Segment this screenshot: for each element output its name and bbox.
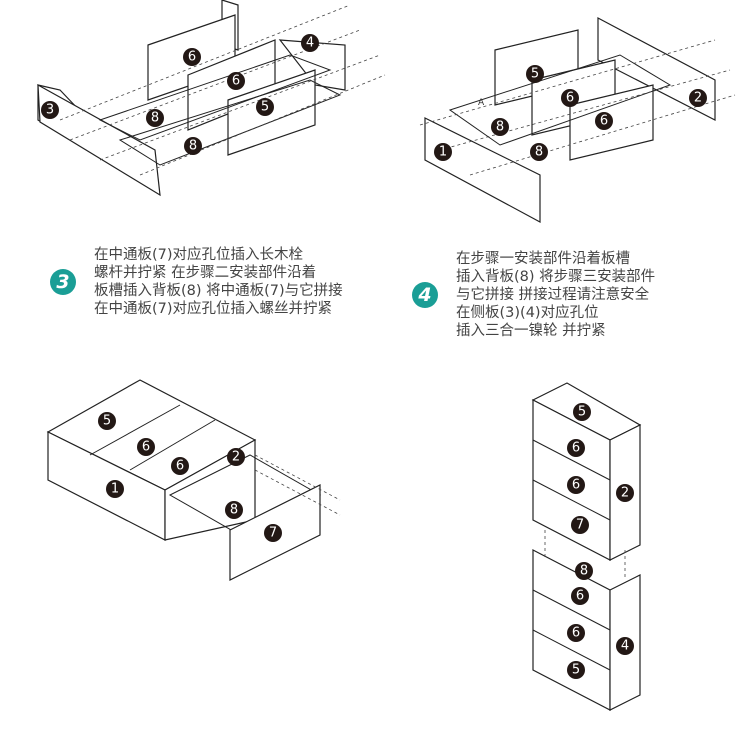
svg-text:6: 6	[566, 91, 574, 106]
svg-text:4: 4	[621, 639, 629, 654]
panel-label: 5	[573, 403, 591, 421]
svg-text:7: 7	[269, 526, 277, 541]
svg-text:6: 6	[576, 589, 584, 604]
svg-text:6: 6	[572, 478, 580, 493]
svg-text:5: 5	[572, 663, 580, 678]
instruction-line: 在侧板(3)(4)对应孔位	[456, 305, 599, 321]
svg-text:2: 2	[621, 486, 629, 501]
panel-label: 4	[616, 637, 634, 655]
step-4-instructions: 4 在步骤一安装部件沿着板槽 插入背板(8) 将步骤三安装部件 与它拼接 拼接过…	[412, 250, 655, 340]
panel-label: 6	[171, 457, 189, 475]
panel-label: 7	[264, 524, 282, 542]
svg-text:1: 1	[439, 145, 447, 160]
instruction-line: 插入三合一镍轮 并拧紧	[456, 323, 606, 339]
svg-text:5: 5	[103, 414, 111, 429]
svg-text:4: 4	[306, 36, 314, 51]
panel-label: 6	[567, 624, 585, 642]
panel-label: 5	[98, 412, 116, 430]
panel-label: 1	[434, 143, 452, 161]
step-4-badge: 4	[412, 282, 438, 308]
marker-a: A	[478, 98, 485, 108]
svg-text:6: 6	[232, 74, 240, 89]
panel-label: 6	[227, 72, 245, 90]
panel-label: 6	[137, 438, 155, 456]
diagram-step4-assembly	[531, 382, 642, 711]
instruction-line: 在步骤一安装部件沿着板槽	[456, 251, 630, 267]
diagram-step1-exploded	[37, 0, 386, 197]
panel-label: 6	[571, 587, 589, 605]
svg-text:5: 5	[261, 100, 269, 115]
panel-label: 6	[183, 48, 201, 66]
svg-text:2: 2	[232, 450, 240, 465]
svg-text:1: 1	[111, 482, 119, 497]
panel-label: 5	[567, 661, 585, 679]
svg-text:6: 6	[600, 114, 608, 129]
svg-text:5: 5	[531, 67, 539, 82]
panel-label: 6	[567, 439, 585, 457]
svg-text:6: 6	[176, 459, 184, 474]
step-3-instructions: 3 在中通板(7)对应孔位插入长木栓 螺杆并拧紧 在步骤二安装部件沿着 板槽插入…	[50, 246, 343, 318]
instruction-line: 与它拼接 拼接过程请注意安全	[456, 287, 650, 303]
svg-text:8: 8	[535, 145, 543, 160]
instruction-line: 螺杆并拧紧 在步骤二安装部件沿着	[94, 265, 317, 281]
svg-text:2: 2	[694, 91, 702, 106]
panel-label: 8	[225, 501, 243, 519]
diagram-step3-assembly	[46, 379, 341, 581]
panel-label: 7	[571, 516, 589, 534]
svg-text:6: 6	[572, 626, 580, 641]
panel-label: 8	[184, 137, 202, 155]
svg-text:8: 8	[580, 564, 588, 579]
svg-text:8: 8	[151, 111, 159, 126]
panel-label: 8	[575, 562, 593, 580]
panel-label: 8	[146, 109, 164, 127]
step-3-badge: 3	[50, 269, 76, 295]
panel-label: 5	[526, 65, 544, 83]
svg-text:7: 7	[576, 518, 584, 533]
panel-label: 6	[561, 89, 579, 107]
svg-text:6: 6	[188, 50, 196, 65]
diagram-step2-exploded: A	[419, 17, 736, 224]
panel-label: 2	[227, 448, 245, 466]
instruction-line: 在中通板(7)对应孔位插入长木栓	[94, 247, 304, 263]
panel-label: 4	[301, 34, 319, 52]
panel-label: 6	[595, 112, 613, 130]
svg-text:8: 8	[189, 139, 197, 154]
svg-text:6: 6	[142, 440, 150, 455]
panel-label: 2	[616, 484, 634, 502]
svg-text:5: 5	[578, 405, 586, 420]
svg-text:3: 3	[46, 103, 54, 118]
svg-text:8: 8	[230, 503, 238, 518]
panel-label: 3	[41, 101, 59, 119]
instruction-line: 在中通板(7)对应孔位插入螺丝并拧紧	[94, 301, 333, 317]
svg-text:6: 6	[572, 441, 580, 456]
panel-label: 6	[567, 476, 585, 494]
panel-label: 1	[106, 480, 124, 498]
panel-label: 2	[689, 89, 707, 107]
panel-label: 5	[256, 98, 274, 116]
panel-label: 8	[491, 118, 509, 136]
instruction-line: 插入背板(8) 将步骤三安装部件	[456, 269, 656, 285]
panel-label: 8	[530, 143, 548, 161]
instruction-line: 板槽插入背板(8) 将中通板(7)与它拼接	[94, 283, 343, 299]
svg-text:8: 8	[496, 120, 504, 135]
